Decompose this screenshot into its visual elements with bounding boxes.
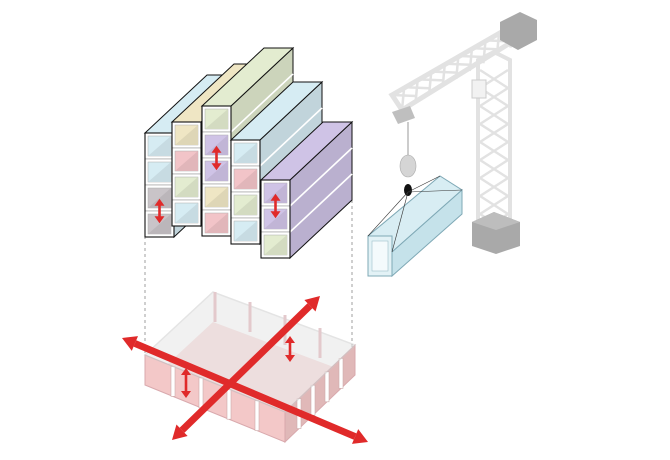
module-outline bbox=[260, 179, 291, 259]
arrow-shaft bbox=[179, 303, 313, 433]
vertical-movement-arrow-head bbox=[181, 391, 191, 398]
vertical-movement-arrow-head bbox=[285, 336, 295, 343]
depth-expansion-arrow bbox=[172, 296, 320, 440]
module-interior bbox=[264, 235, 287, 255]
module-interior bbox=[205, 161, 228, 181]
vertical-movement-arrow-head bbox=[285, 355, 295, 362]
podium-column bbox=[226, 388, 232, 420]
module-outline bbox=[171, 121, 202, 227]
podium-column bbox=[198, 377, 204, 409]
podium-column bbox=[310, 384, 316, 416]
crane-lattice bbox=[400, 88, 406, 111]
module-interior bbox=[234, 221, 257, 241]
vertical-movement-arrow-head bbox=[154, 198, 165, 206]
crane-lattice bbox=[495, 34, 501, 56]
module-interior bbox=[175, 177, 198, 197]
hanging-module-opening bbox=[371, 240, 389, 272]
module-interior bbox=[148, 214, 171, 234]
module-seam bbox=[230, 73, 294, 133]
podium-column bbox=[324, 371, 330, 403]
crane-lattice bbox=[482, 42, 487, 64]
module-interior bbox=[234, 169, 257, 189]
lifting-sling bbox=[407, 189, 463, 193]
crane-lattice bbox=[479, 140, 509, 162]
module-interior bbox=[148, 136, 171, 156]
module-interior bbox=[175, 125, 198, 145]
module-interior bbox=[264, 209, 287, 229]
arrow-head bbox=[304, 296, 320, 312]
crane-lattice bbox=[468, 49, 474, 72]
projection-guide-lines bbox=[144, 200, 353, 360]
lifting-sling bbox=[391, 191, 409, 253]
crane-lattice bbox=[414, 81, 419, 103]
module-outline bbox=[230, 139, 261, 245]
lifting-sling bbox=[367, 191, 409, 237]
module-interior bbox=[234, 195, 257, 215]
arrow-head bbox=[351, 429, 368, 444]
module-interior bbox=[205, 109, 228, 129]
crane-lattice bbox=[479, 176, 509, 198]
podium-roof-glass bbox=[143, 291, 357, 413]
podium-column bbox=[338, 358, 344, 389]
vertical-movement-arrow-head bbox=[270, 193, 281, 201]
module-column bbox=[259, 120, 354, 260]
lifting-sling bbox=[407, 175, 441, 193]
module-interior bbox=[148, 162, 171, 182]
module-seam bbox=[289, 173, 353, 233]
crane-lattice bbox=[441, 65, 446, 87]
crane-counterweight bbox=[500, 12, 537, 50]
stacked-modules bbox=[143, 46, 354, 260]
module-seam bbox=[259, 107, 323, 167]
vertical-movement-arrow-head bbox=[270, 211, 281, 219]
crane-lattice bbox=[479, 86, 509, 108]
module-interior bbox=[148, 188, 171, 208]
crane-cab bbox=[471, 79, 487, 99]
module-interior bbox=[234, 143, 257, 163]
horizontal-expansion-arrow bbox=[122, 336, 368, 444]
crane-lattice bbox=[479, 194, 509, 216]
podium-column bbox=[170, 366, 176, 397]
crane-lattice bbox=[479, 158, 509, 180]
crane-lattice bbox=[427, 73, 433, 95]
module-seam bbox=[289, 147, 353, 207]
arrow-shaft bbox=[133, 340, 357, 440]
module-interior bbox=[205, 135, 228, 155]
crane-trolley bbox=[392, 106, 415, 124]
vertical-movement-arrow-head bbox=[181, 368, 191, 375]
crane-base-top bbox=[472, 212, 520, 230]
crane-lattice bbox=[479, 122, 509, 144]
module-interior bbox=[175, 151, 198, 171]
vertical-movement-arrow-head bbox=[211, 145, 222, 153]
module-interior bbox=[175, 203, 198, 223]
hook-block-icon bbox=[399, 154, 417, 178]
crane-lattice bbox=[479, 104, 509, 126]
vertical-movement-arrow-head bbox=[211, 163, 222, 171]
tower-crane bbox=[367, 12, 537, 278]
module-interior bbox=[205, 213, 228, 233]
arrow-head bbox=[172, 424, 188, 440]
module-interior bbox=[264, 183, 287, 203]
module-interior bbox=[205, 187, 228, 207]
vertical-movement-arrow-head bbox=[154, 216, 165, 224]
foundation-podium bbox=[122, 291, 368, 444]
arrow-head bbox=[122, 336, 139, 351]
podium-column bbox=[254, 400, 260, 431]
crane-lattice bbox=[454, 57, 460, 79]
hook-icon bbox=[404, 184, 412, 196]
